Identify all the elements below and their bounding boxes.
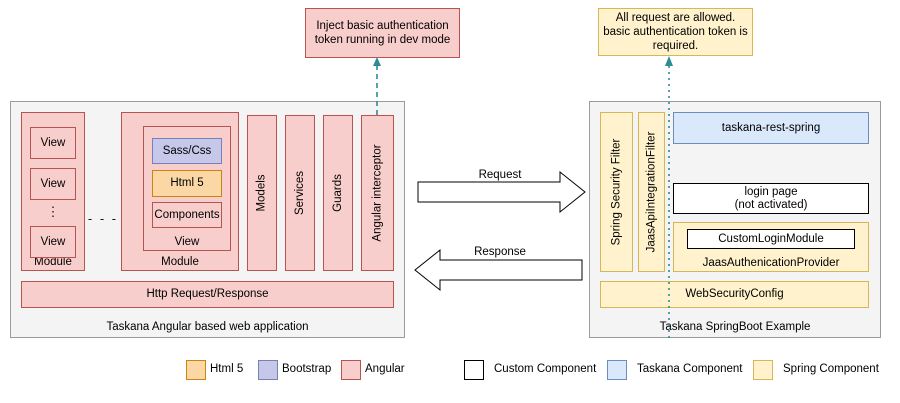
login-page-box: login page (not activated) bbox=[673, 183, 869, 214]
column-guards-label: Guards bbox=[332, 174, 344, 212]
response-label: Response bbox=[474, 246, 526, 258]
taskana-rest-spring-box: taskana-rest-spring bbox=[673, 112, 869, 144]
annotation-note-left-text: Inject basic authentication token runnin… bbox=[314, 20, 451, 46]
server-panel-caption: Taskana SpringBoot Example bbox=[659, 321, 811, 333]
client-panel-caption: Taskana Angular based web application bbox=[106, 321, 309, 333]
connector-left-arrowhead bbox=[373, 57, 381, 66]
jaas-authentication-provider-label: JaasAuthenicationProvider bbox=[702, 257, 840, 269]
column-angular-interceptor: Angular interceptor bbox=[361, 115, 394, 271]
annotation-note-right: All request are allowed. basic authentic… bbox=[598, 8, 753, 56]
legend-swatch-html5 bbox=[186, 360, 206, 380]
legend-swatch-spring-component bbox=[753, 360, 773, 380]
legend-swatch-custom-component bbox=[464, 360, 484, 380]
column-models: Models bbox=[247, 115, 277, 271]
web-security-config-box: WebSecurityConfig bbox=[600, 281, 869, 308]
legend: Html 5 Bootstrap Angular Custom Componen… bbox=[0, 360, 900, 386]
legend-label-html5: Html 5 bbox=[210, 363, 244, 375]
module-right-label: Module bbox=[161, 256, 199, 268]
annotation-note-left: Inject basic authentication token runnin… bbox=[305, 8, 460, 58]
column-services: Services bbox=[285, 115, 315, 271]
spring-security-filter: Spring Security Filter bbox=[600, 112, 633, 272]
html5-box: Html 5 bbox=[152, 170, 222, 197]
column-angular-interceptor-label: Angular interceptor bbox=[371, 144, 384, 242]
connector-right-arrowhead bbox=[665, 56, 673, 66]
view-box: View bbox=[30, 168, 76, 200]
view-ellipsis: ⋮ bbox=[46, 204, 60, 219]
legend-swatch-bootstrap bbox=[258, 360, 278, 380]
column-guards: Guards bbox=[323, 115, 353, 271]
custom-login-module-box: CustomLoginModule bbox=[687, 229, 855, 249]
sass-css-box: Sass/Css bbox=[152, 138, 222, 164]
spring-security-filter-label: Spring Security Filter bbox=[610, 138, 623, 246]
view-container-label: View bbox=[174, 236, 200, 248]
view-box: View bbox=[30, 127, 76, 159]
annotation-note-right-text: All request are allowed. basic authentic… bbox=[603, 12, 748, 52]
legend-swatch-angular bbox=[341, 360, 361, 380]
http-request-response-bar: Http Request/Response bbox=[21, 281, 394, 308]
legend-swatch-taskana-component bbox=[607, 360, 627, 380]
login-page-line-1: login page bbox=[744, 185, 798, 198]
components-box: Components bbox=[152, 202, 222, 228]
legend-label-custom-component: Custom Component bbox=[494, 363, 597, 375]
module-left-label: Module bbox=[34, 256, 72, 268]
column-services-label: Services bbox=[294, 170, 307, 216]
legend-label-angular: Angular bbox=[365, 363, 405, 375]
legend-label-spring-component: Spring Component bbox=[783, 363, 879, 375]
column-models-label: Models bbox=[256, 174, 269, 212]
login-page-line-2: (not activated) bbox=[734, 198, 808, 211]
legend-label-bootstrap: Bootstrap bbox=[282, 363, 332, 375]
jaas-api-integration-filter-label: JaasApiIntegrationFilter bbox=[645, 131, 658, 253]
request-label: Request bbox=[478, 169, 522, 181]
legend-label-taskana-component: Taskana Component bbox=[637, 363, 743, 375]
module-separator: - - - bbox=[87, 210, 119, 226]
view-box: View bbox=[30, 226, 76, 258]
jaas-api-integration-filter: JaasApiIntegrationFilter bbox=[638, 112, 665, 272]
